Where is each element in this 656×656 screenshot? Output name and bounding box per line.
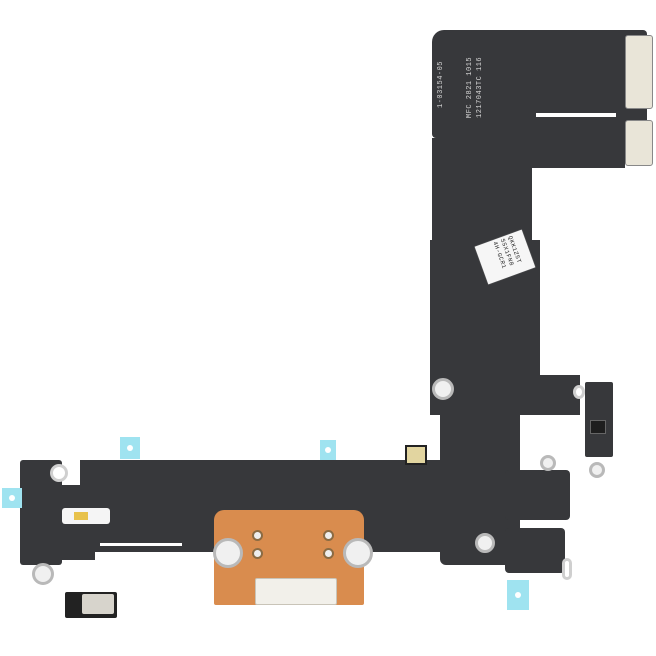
lightning-port [255,578,337,605]
part-code-text: 1-03154-05 [437,60,445,108]
flex-upper-arm [432,30,647,138]
chip-icon [590,420,606,434]
mount-bracket [475,533,495,553]
screw-hole [252,548,263,559]
mount-bracket [432,378,454,400]
mount-bracket [589,462,605,478]
adhesive-tab [320,440,336,460]
flex-cutout-2 [115,562,180,582]
mount-bracket [32,563,54,585]
flex-right-branch [505,470,570,520]
mount-ring [50,464,68,482]
port-bracket-right [343,538,373,568]
flex-right-tab [585,382,613,457]
mount-ring [573,385,585,399]
adhesive-tab [507,580,529,610]
yellow-contact-pad [74,512,88,520]
flex-slit [536,113,616,117]
mfc-text-line2: 1217043TC 116 [476,56,484,118]
connector-pad-bottom [625,120,653,166]
flex-cutout [100,543,182,546]
screw-hole [252,530,263,541]
flex-mid-block [430,375,580,415]
flex-right-branch-2 [505,528,565,573]
mount-bracket [540,455,556,471]
mic-component [405,445,427,465]
side-module-plate [82,594,114,614]
screw-hole [323,530,334,541]
adhesive-tab [120,437,140,459]
port-bracket-left [213,538,243,568]
screw-hole [323,548,334,559]
mfc-text-line1: MFC 2821 1015 [466,56,474,118]
mount-ring [562,558,572,580]
connector-pad-top [625,35,653,109]
adhesive-tab [2,488,22,508]
flex-right-stub [530,138,625,168]
